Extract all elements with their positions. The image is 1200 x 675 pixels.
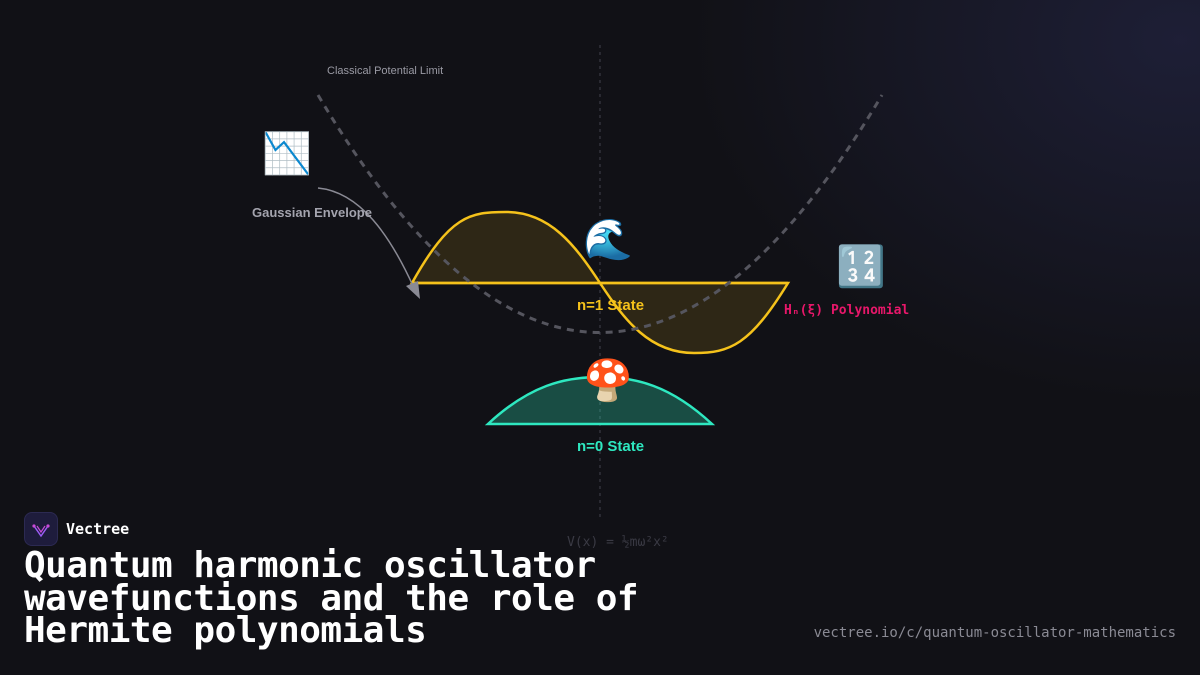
wave-icon: 🌊 <box>583 217 633 263</box>
n1-state-label: n=1 State <box>577 297 645 314</box>
hermite-polynomial-label: Hₙ(ξ) Polynomial <box>784 303 910 318</box>
potential-parabola <box>316 94 884 334</box>
brand: Vectree <box>24 512 129 546</box>
potential-equation-label: V(x) = ½mω²x² <box>567 535 669 550</box>
n0-state-label: n=0 State <box>577 438 645 455</box>
envelope-arrowhead <box>406 281 420 299</box>
classical-limit-label: Classical Potential Limit <box>327 65 444 77</box>
mushroom-icon: 🍄 <box>583 358 633 404</box>
source-url: vectree.io/c/quantum-oscillator-mathemat… <box>813 625 1176 641</box>
n0-wavefunction <box>484 375 716 426</box>
envelope-arrow <box>317 187 415 289</box>
vectree-logo-icon <box>24 512 58 546</box>
gaussian-envelope-label: Gaussian Envelope <box>252 205 372 220</box>
chart-decreasing-icon: 📉 <box>262 131 312 177</box>
brand-name: Vectree <box>66 520 130 538</box>
numbers-icon: 🔢 <box>836 244 886 290</box>
page-title: Quantum harmonic oscillator wavefunction… <box>24 545 639 651</box>
